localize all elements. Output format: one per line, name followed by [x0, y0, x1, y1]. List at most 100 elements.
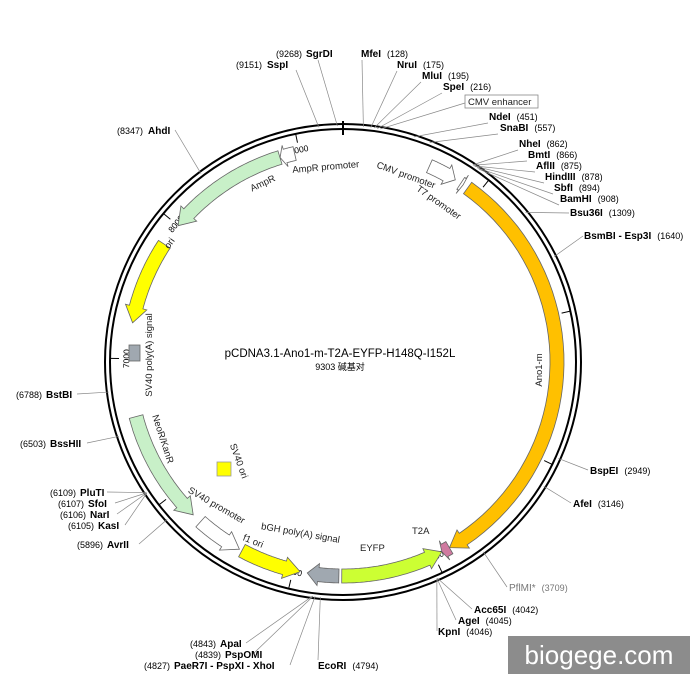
svg-text:ApaI: ApaI	[220, 639, 242, 650]
site-pos: (6788)	[16, 390, 42, 400]
site-leader-line	[474, 165, 536, 173]
site-name: BamHI	[560, 194, 592, 205]
svg-text:SfoI: SfoI	[88, 499, 107, 510]
svg-text:BamHI(908): BamHI(908)	[560, 194, 619, 205]
site-leader-line	[317, 59, 338, 127]
svg-text:NheI(862): NheI(862)	[519, 139, 568, 150]
svg-text:PspOMI: PspOMI	[225, 650, 262, 661]
site-pos: (1309)	[609, 208, 635, 218]
site-pos: (6105)	[68, 521, 94, 531]
feature-layer	[124, 145, 565, 587]
feature-arrow-f1-ori	[238, 543, 301, 580]
site-name: SbfI	[554, 183, 573, 194]
t7-promoter-label: T7 promoter	[414, 184, 463, 223]
site-leader-line	[106, 491, 147, 493]
svg-text:PluTI: PluTI	[80, 488, 105, 499]
svg-text:BsmBI - Esp3I(1640): BsmBI - Esp3I(1640)	[584, 231, 683, 242]
site-name: MluI	[422, 71, 442, 82]
svg-text:PflMI*(3709): PflMI*(3709)	[509, 583, 568, 594]
feature-arrow-t7-promoter	[455, 174, 469, 194]
site-name: AvrII	[107, 540, 129, 551]
site-pos: (866)	[556, 150, 577, 160]
site-leader-line	[76, 391, 109, 395]
site-leader-line	[525, 212, 570, 214]
plasmid-size: 9303 碱基对	[315, 361, 365, 372]
site-name: NruI	[397, 60, 417, 71]
svg-text:BmtI(866): BmtI(866)	[528, 150, 577, 161]
feature-arrow-ori	[124, 239, 171, 324]
site-name: NarI	[90, 510, 110, 521]
site-pos: (9268)	[276, 49, 302, 59]
feature-arrow-sv40-promoter	[195, 515, 241, 551]
site-leader-line	[124, 492, 148, 526]
site-leader-line	[474, 165, 545, 184]
feature-arrow-ano1-m	[448, 181, 565, 549]
cmv-promoter-label: CMV promoter	[375, 160, 437, 191]
site-pos: (4794)	[352, 661, 378, 671]
svg-text:AfeI(3146): AfeI(3146)	[573, 499, 624, 510]
site-name: Bsu36I	[570, 208, 603, 219]
site-name: KasI	[98, 521, 119, 532]
tick-mark	[437, 564, 443, 574]
site-name: KpnI	[438, 627, 460, 638]
site-pos: (6109)	[50, 488, 76, 498]
site-name: SpeI	[443, 82, 464, 93]
site-leader-line	[377, 92, 443, 129]
site-name: PluTI	[80, 488, 105, 499]
site-name: MfeI	[361, 49, 381, 60]
svg-text:MfeI(128): MfeI(128)	[361, 49, 408, 60]
svg-text:(6107): (6107)	[58, 499, 84, 509]
watermark: biogege.com	[508, 636, 690, 674]
site-leader-line	[295, 69, 320, 128]
svg-text:NdeI(451): NdeI(451)	[489, 112, 538, 123]
ano1-label: Ano1-m	[534, 353, 545, 386]
svg-text:PaeR7I - PspXI - XhoI: PaeR7I - PspXI - XhoI	[174, 661, 275, 672]
svg-text:AvrII: AvrII	[107, 540, 129, 551]
feature-arrow-ampr	[177, 150, 283, 227]
svg-text:KasI: KasI	[98, 521, 119, 532]
tick-mark	[288, 579, 292, 589]
svg-text:AgeI(4045): AgeI(4045)	[458, 616, 512, 627]
site-leader-line	[138, 519, 168, 545]
site-name: PaeR7I - PspXI - XhoI	[174, 661, 275, 672]
site-pos: (3709)	[542, 583, 568, 593]
svg-text:SbfI(894): SbfI (894)	[554, 183, 600, 194]
tick-mark	[482, 179, 490, 188]
sv40-ori-marker	[216, 461, 232, 477]
svg-text:(4839): (4839)	[195, 650, 221, 660]
site-name: PspOMI	[225, 650, 262, 661]
svg-text:(9268): (9268)	[276, 49, 302, 59]
svg-text:(4843): (4843)	[190, 639, 216, 649]
svg-text:AhdI: AhdI	[148, 126, 170, 137]
site-leader-line	[373, 81, 422, 129]
site-leader-line	[289, 596, 316, 666]
sv40-promoter-label: SV40 promoter	[186, 485, 247, 526]
site-leader-line	[116, 492, 147, 515]
site-pos: (894)	[579, 183, 600, 193]
site-name: SnaBI	[500, 123, 529, 134]
site-leader-line	[543, 485, 572, 504]
site-leader-line	[476, 167, 554, 195]
site-leader-line	[478, 168, 560, 206]
feature-arrow-t2a	[438, 540, 454, 561]
svg-text:(6106): (6106)	[60, 510, 86, 520]
svg-text:MluI(195): MluI(195)	[422, 71, 469, 82]
svg-text:Acc65I(4042): Acc65I(4042)	[474, 605, 538, 616]
site-pos: (2949)	[624, 466, 650, 476]
tick-label: 7000	[121, 349, 131, 368]
svg-text:(5896): (5896)	[77, 540, 103, 550]
site-name: HindIII	[545, 172, 576, 183]
t2a-label: T2A	[412, 526, 430, 537]
site-leader-line	[472, 149, 519, 166]
site-name: SgrDI	[306, 49, 333, 60]
tick-mark	[561, 310, 571, 314]
site-name: BsmBI - Esp3I	[584, 231, 651, 242]
site-leader-layer	[76, 59, 589, 666]
site-name: ApaI	[220, 639, 242, 650]
ori-label: ori	[162, 236, 177, 251]
site-pos: (4843)	[190, 639, 216, 649]
site-name: NdeI	[489, 112, 511, 123]
sv40-polya-marker	[128, 344, 141, 362]
svg-text:SnaBI(557): SnaBI(557)	[500, 123, 555, 134]
